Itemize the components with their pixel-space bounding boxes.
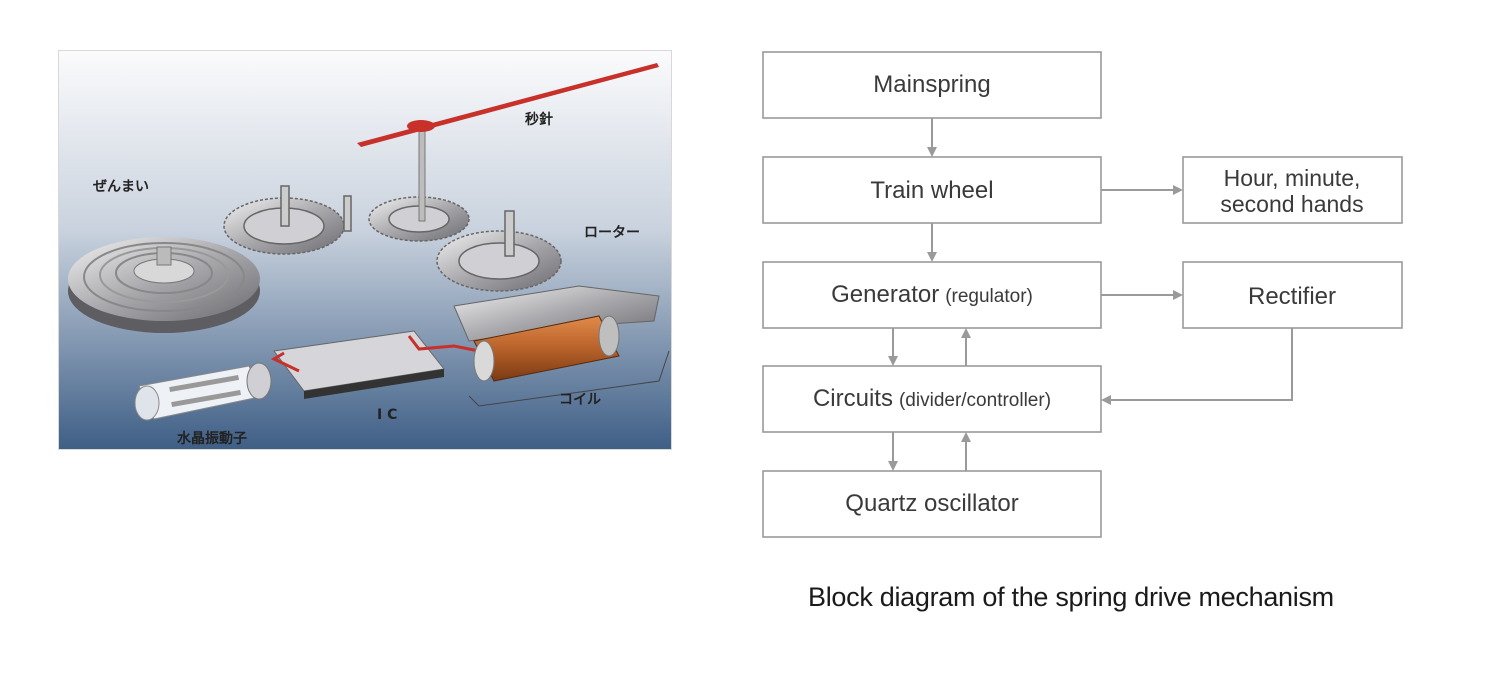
mainspring-barrel [68, 237, 260, 333]
train-wheel-box [762, 156, 1102, 224]
arrow-rectifier-to-circuits [1101, 328, 1293, 405]
train-wheel-label: Train wheel [870, 177, 993, 204]
diagram-caption: Block diagram of the spring drive mechan… [808, 582, 1334, 612]
ic-chip [270, 330, 480, 399]
label-mainspring: ぜんまい [93, 179, 149, 195]
label-ic: I C [377, 407, 397, 423]
quartz-crystal [134, 362, 272, 421]
second-hand [357, 63, 659, 222]
mainspring-label: Mainspring [873, 71, 990, 98]
label-crystal: 水晶振動子 [177, 430, 247, 447]
circuits-note: (divider/controller) [899, 390, 1051, 411]
generator-label: Generator (regulator) [831, 281, 1033, 308]
rotor [453, 285, 660, 342]
coil-bracket [468, 350, 670, 407]
label-second-hand: 秒針 [525, 111, 553, 128]
quartz-box [762, 470, 1102, 538]
rectifier-label: Rectifier [1248, 283, 1336, 310]
hands-label-line1: Hour, minute, [1224, 165, 1361, 191]
hands-box [1182, 156, 1403, 224]
movement-drawing: 秒針 ぜんまい ローター I C コイル 水晶振動子 [59, 51, 671, 449]
hands-label-line2: second hands [1220, 191, 1363, 217]
label-rotor: ローター [584, 225, 640, 241]
generator-note: (regulator) [945, 286, 1033, 307]
generator-text: Generator [831, 281, 939, 308]
circuits-box [762, 365, 1102, 433]
generator-box [762, 261, 1102, 329]
movement-illustration: 秒針 ぜんまい ローター I C コイル 水晶振動子 [58, 50, 672, 450]
circuits-label: Circuits (divider/controller) [813, 385, 1051, 412]
quartz-label: Quartz oscillator [845, 490, 1018, 517]
label-coil: コイル [559, 392, 601, 408]
rectifier-box [1182, 261, 1403, 329]
coil [473, 315, 620, 382]
circuits-text: Circuits [813, 385, 893, 412]
